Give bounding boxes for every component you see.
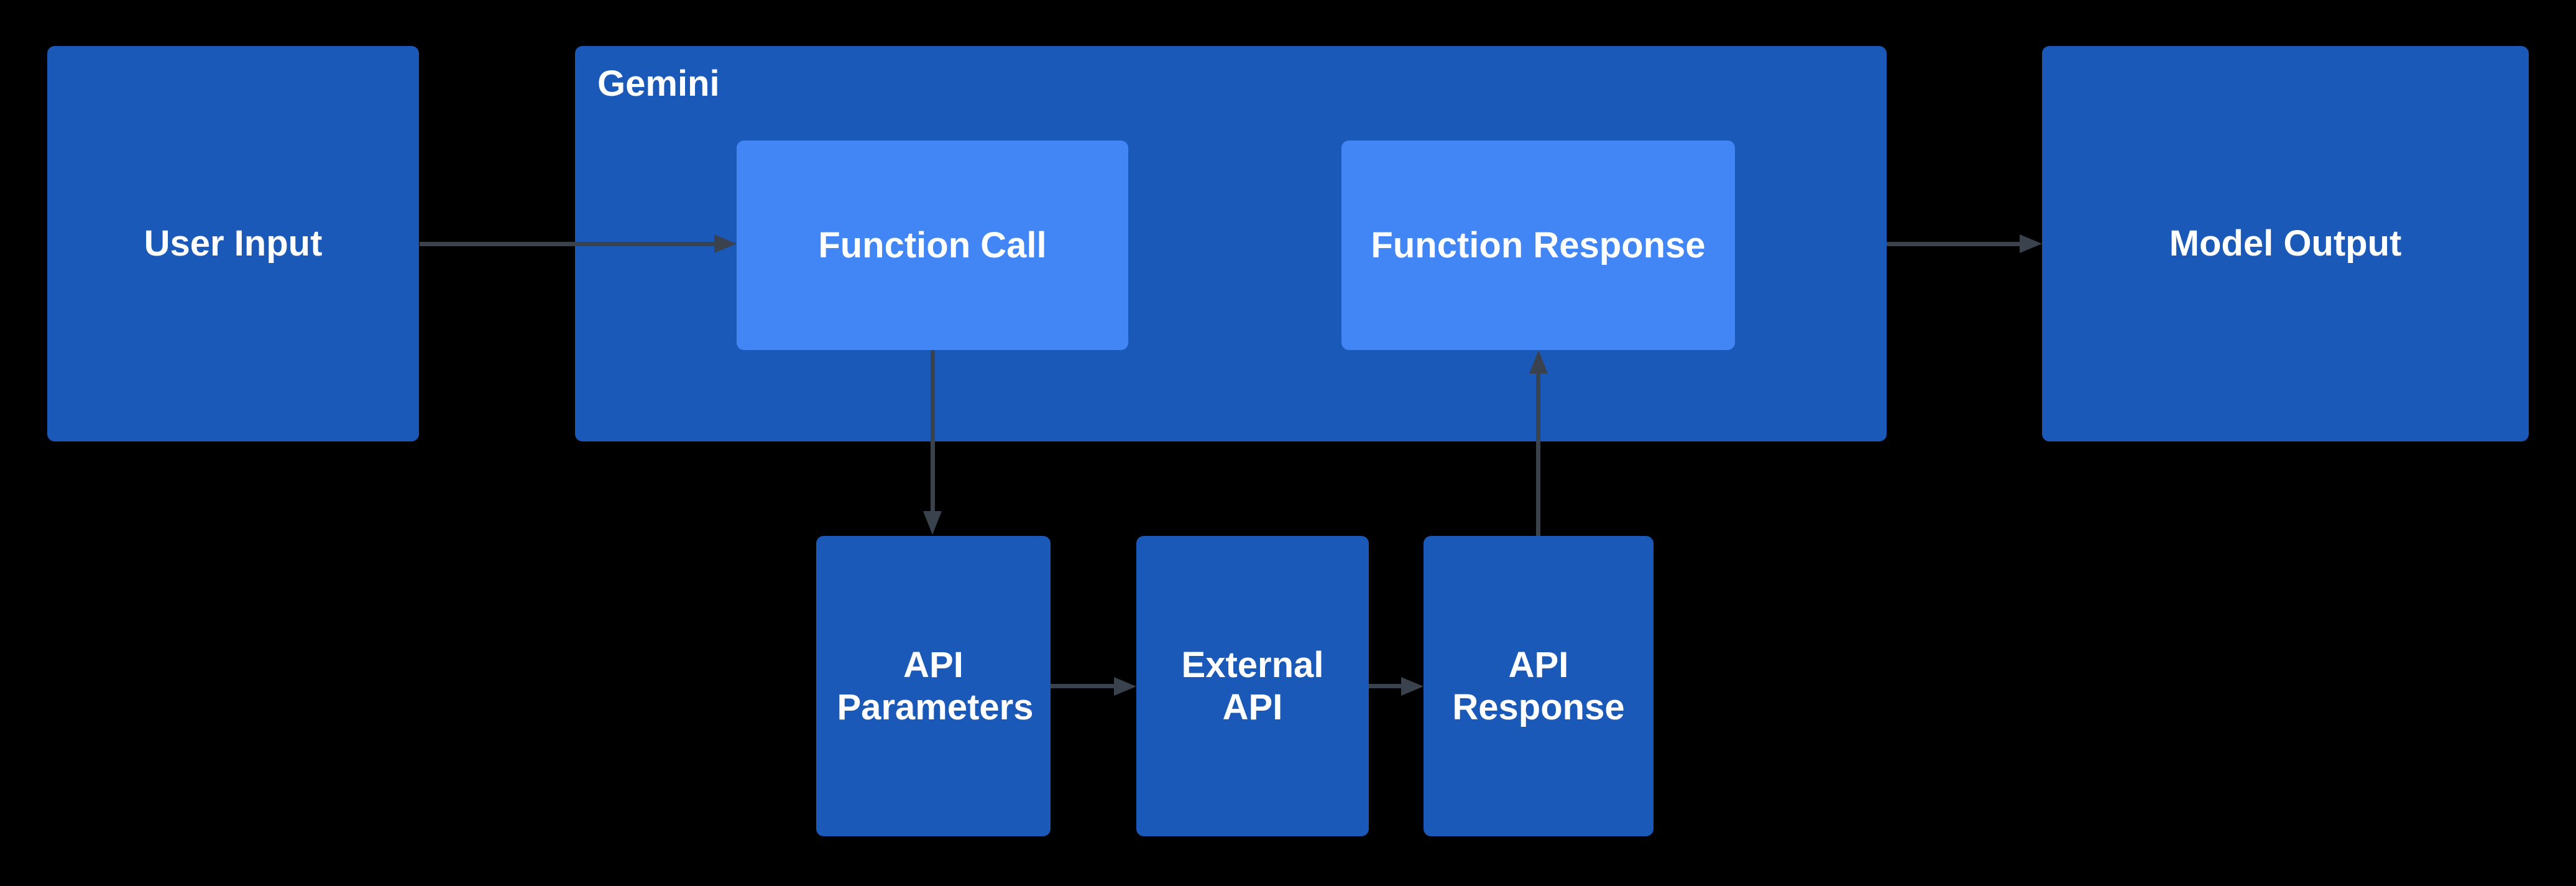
node-function-response: Function Response: [1341, 141, 1735, 350]
node-model-output-label: Model Output: [2169, 223, 2402, 264]
arrow-line: [931, 350, 935, 513]
node-api-parameters-label: API Parameters: [837, 644, 1034, 727]
arrow-head-down-icon: [923, 511, 942, 535]
node-user-input-label: User Input: [144, 223, 323, 264]
arrow-line: [1369, 684, 1402, 688]
node-model-output: Model Output: [2042, 46, 2529, 441]
node-api-response-label: API Response: [1452, 644, 1625, 727]
node-user-input: User Input: [47, 46, 419, 441]
node-external-api-label: External API: [1181, 644, 1324, 727]
arrow-line: [420, 242, 715, 246]
node-external-api: External API: [1136, 536, 1369, 836]
node-api-parameters: API Parameters: [816, 536, 1051, 836]
arrow-line: [1887, 242, 2021, 246]
node-function-call-label: Function Call: [818, 224, 1047, 265]
arrow-head-right-icon: [2020, 234, 2042, 253]
arrow-line: [1536, 373, 1540, 536]
node-api-response: API Response: [1424, 536, 1654, 836]
arrow-line: [1051, 684, 1115, 688]
arrow-head-up-icon: [1529, 350, 1548, 374]
arrow-head-right-icon: [714, 234, 737, 253]
node-function-response-label: Function Response: [1371, 224, 1706, 265]
arrow-head-right-icon: [1401, 677, 1424, 696]
gemini-container-label: Gemini: [597, 63, 720, 104]
node-function-call: Function Call: [737, 141, 1128, 350]
arrow-head-right-icon: [1114, 677, 1136, 696]
